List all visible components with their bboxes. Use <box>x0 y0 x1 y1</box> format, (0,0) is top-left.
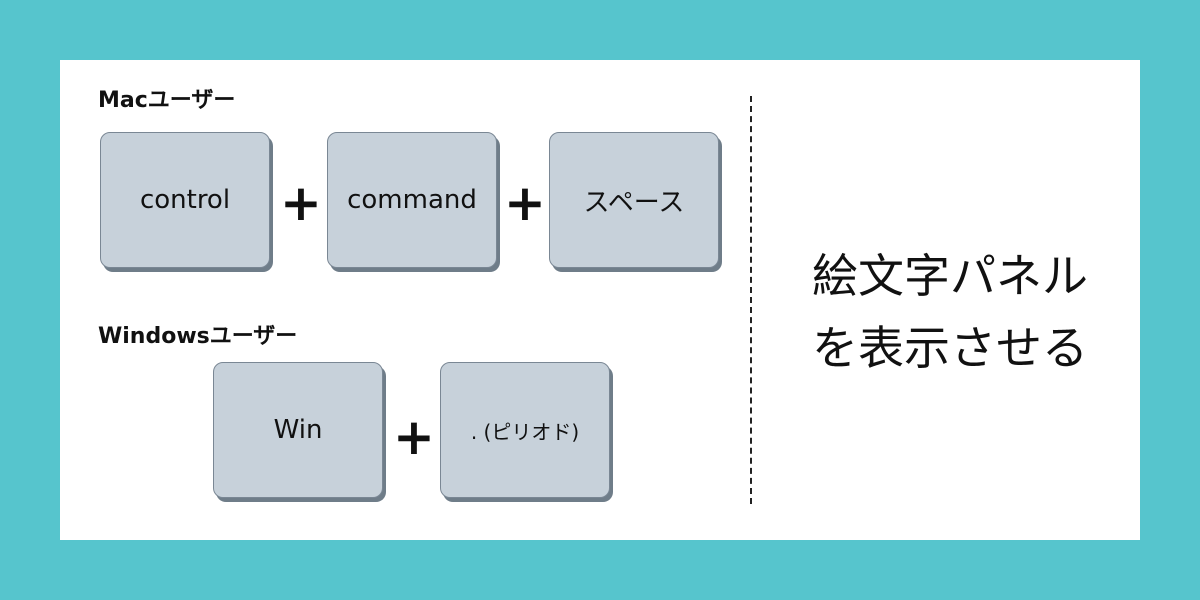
headline: 絵文字パネル を表示させる <box>780 240 1120 384</box>
windows-users-label: Windowsユーザー <box>98 324 298 349</box>
shortcut-card: Macユーザー control + command + スペース Windows… <box>60 60 1140 540</box>
plus-sign: + <box>393 408 435 466</box>
plus-sign: + <box>504 174 546 232</box>
headline-line-1: 絵文字パネル <box>812 249 1088 303</box>
headline-line-2: を表示させる <box>812 321 1088 375</box>
dashed-divider <box>750 96 752 504</box>
mac-users-label: Macユーザー <box>98 88 236 113</box>
plus-sign: + <box>280 174 322 232</box>
key-win: Win <box>213 362 383 498</box>
key-period: . (ピリオド) <box>440 362 610 498</box>
key-space: スペース <box>549 132 719 268</box>
key-control: control <box>100 132 270 268</box>
key-command: command <box>327 132 497 268</box>
